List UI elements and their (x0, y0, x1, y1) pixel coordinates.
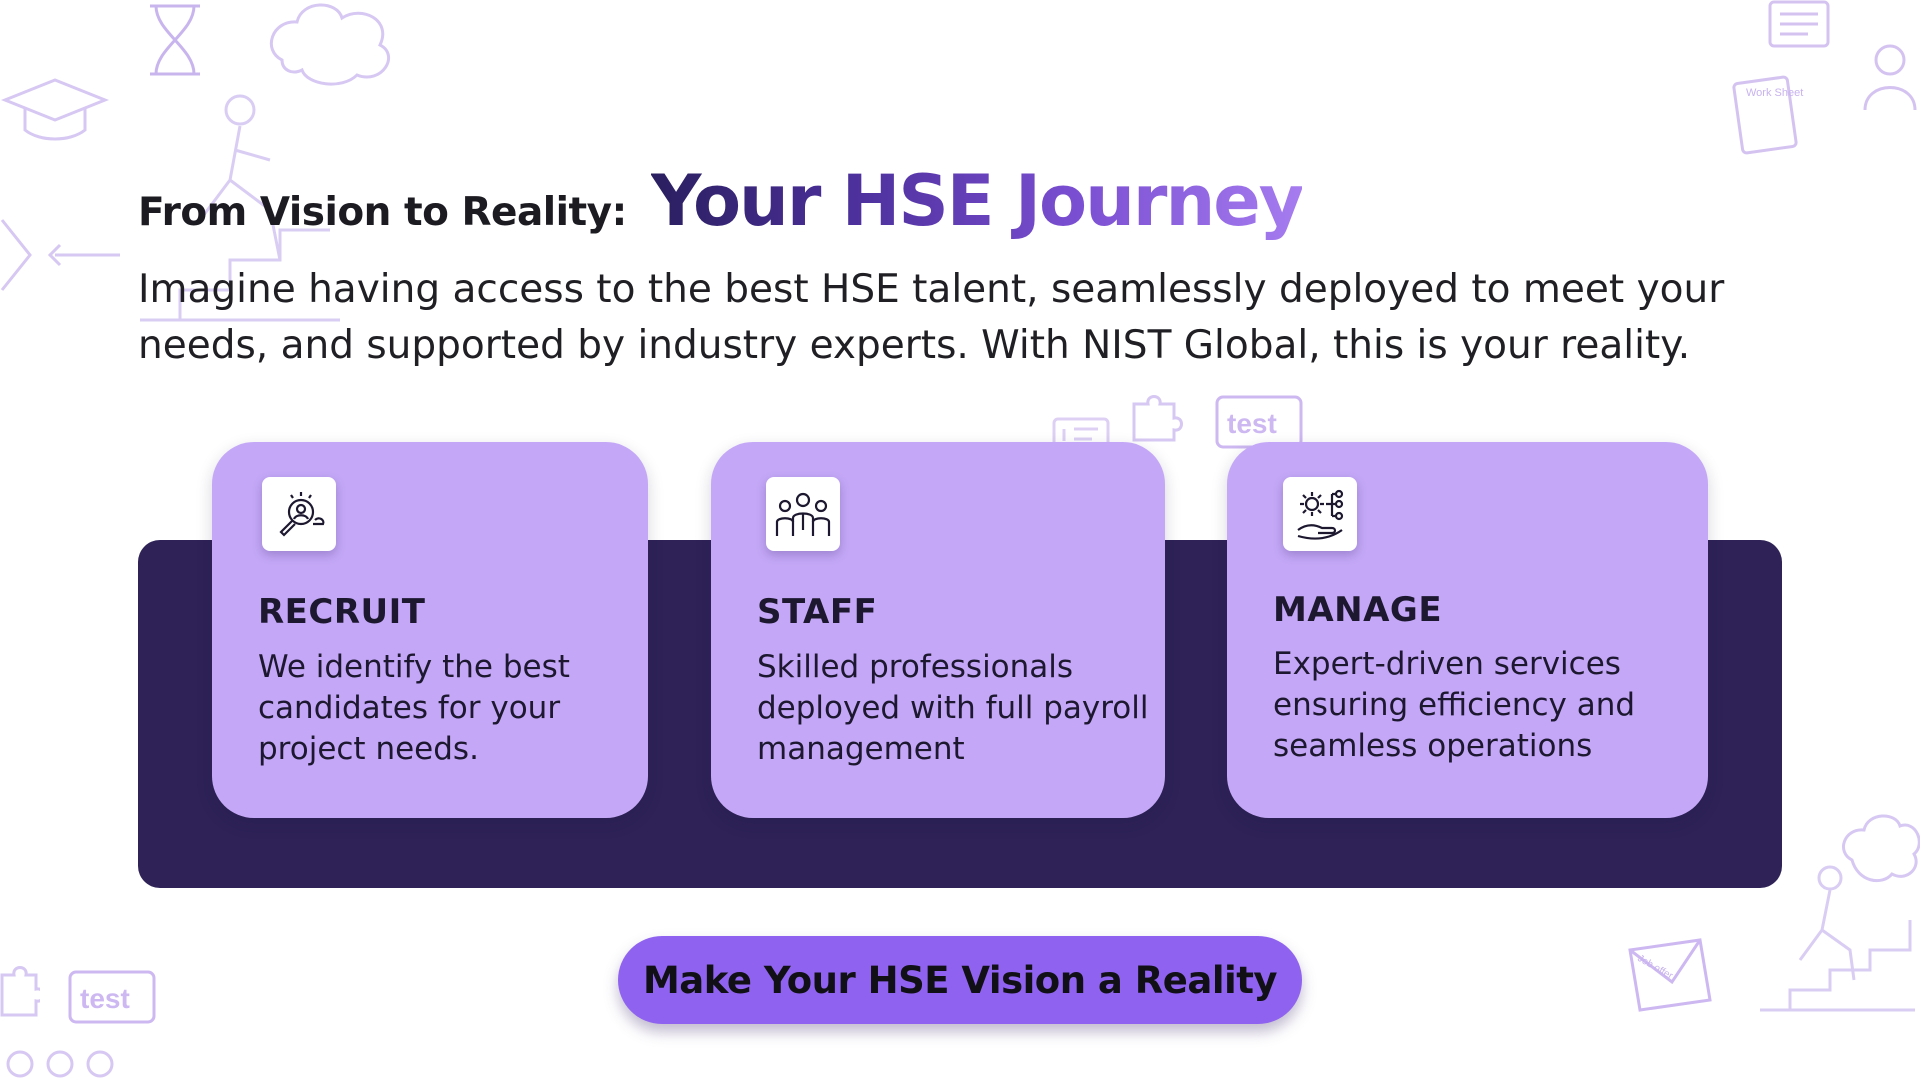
team-staff-icon (766, 477, 840, 551)
paper-plane-doodle-icon (0, 210, 130, 300)
puzzle-piece-doodle-icon-left (0, 965, 40, 1025)
page-title: Your HSE Journey (650, 160, 1305, 242)
job-offer-envelope-doodle-icon: Job offer (1600, 930, 1720, 1020)
climber-doodle-icon (120, 90, 360, 330)
cta-button[interactable]: Make Your HSE Vision a Reality (618, 936, 1302, 1024)
managed-services-icon (1283, 477, 1357, 551)
brain-doodle-icon (262, 0, 402, 90)
worksheet-doodle-label: Work Sheet (1746, 87, 1803, 99)
test-tag-doodle-icon-bottom: test (68, 970, 158, 1028)
manage-title: MANAGE (1273, 590, 1443, 630)
intro-paragraph: Imagine having access to the best HSE ta… (138, 267, 1725, 368)
people-doodle-icon-bottom (0, 1048, 130, 1081)
climber-doodle-icon-right (1750, 860, 1920, 1020)
staff-card: STAFF Skilled professionals deployed wit… (711, 442, 1165, 818)
staff-title: STAFF (757, 592, 878, 632)
recruit-search-icon (262, 477, 336, 551)
test-tag-doodle-label-bottom: test (80, 983, 130, 1014)
recruit-card: RECRUIT We identify the best candidates … (212, 442, 648, 818)
staff-description: Skilled professionals deployed with full… (757, 649, 1149, 767)
heading-kicker: From Vision to Reality: (138, 190, 627, 235)
manage-card: MANAGE Expert-driven services ensuring e… (1227, 442, 1708, 818)
hourglass-doodle-icon (140, 0, 210, 80)
recruit-title: RECRUIT (258, 592, 426, 632)
worksheet-doodle-icon: Work Sheet (1730, 0, 1920, 160)
graduation-cap-doodle-icon (0, 70, 110, 150)
test-tag-doodle-label: test (1227, 408, 1277, 439)
brain-doodle-icon-right (1836, 810, 1920, 890)
page-heading: From Vision to Reality: Your HSE Journey (138, 160, 1305, 242)
puzzle-piece-doodle-icon (1128, 388, 1184, 444)
recruit-description: We identify the best candidates for your… (258, 649, 570, 767)
job-offer-doodle-label: Job offer (1635, 953, 1675, 982)
manage-description: Expert-driven services ensuring efficien… (1273, 646, 1636, 764)
